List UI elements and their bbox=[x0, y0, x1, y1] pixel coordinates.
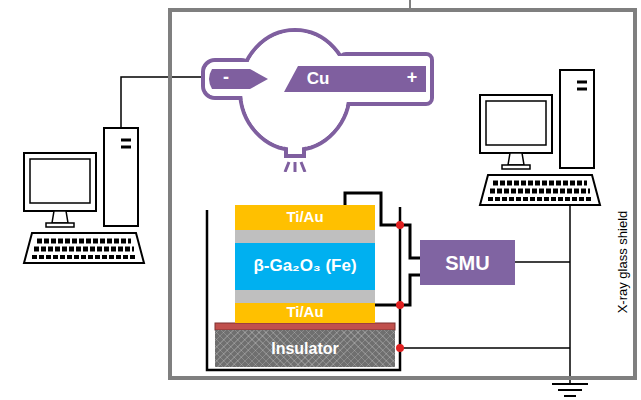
junction-dot bbox=[396, 301, 404, 309]
x-ray-tube-label: - bbox=[223, 67, 229, 89]
x-ray-tube: - Cu + bbox=[200, 22, 435, 172]
ground-symbol bbox=[564, 395, 576, 397]
x-ray-tube-part bbox=[285, 162, 289, 172]
ground-wire bbox=[569, 205, 571, 384]
smu-box-label: SMU bbox=[445, 251, 489, 275]
left-computer bbox=[24, 128, 144, 263]
shield-frame-label: X-ray glass shield bbox=[615, 211, 631, 314]
x-ray-tube-part bbox=[284, 66, 426, 92]
ground-symbol bbox=[552, 383, 588, 385]
shield-frame: X-ray glass shield - Cu + Ti/Au β-Ga₂O₃ (Fe) T… bbox=[168, 8, 637, 380]
electrode-layer: Ti/Au bbox=[235, 205, 375, 243]
junction-dot bbox=[396, 344, 404, 352]
holder-ground-wire bbox=[400, 347, 570, 349]
x-ray-tube-part bbox=[301, 162, 305, 172]
ground-symbol bbox=[558, 389, 582, 391]
insulator-block-label: Insulator bbox=[271, 339, 339, 358]
right-computer bbox=[480, 70, 600, 205]
x-ray-tube-label: Cu bbox=[307, 69, 330, 89]
electrode-layer-label: Ti/Au bbox=[286, 303, 323, 321]
x-ray-tube-part bbox=[209, 69, 268, 89]
electrode-layer: Ti/Au bbox=[235, 290, 375, 323]
tube-control-wire bbox=[121, 77, 208, 128]
x-ray-tube-part bbox=[294, 162, 297, 172]
junction-dot bbox=[396, 221, 404, 229]
x-ray-tube-outline bbox=[200, 22, 435, 172]
electrode-layer-label: Ti/Au bbox=[286, 208, 323, 226]
smu-box: SMU bbox=[420, 240, 515, 285]
contact-plate bbox=[215, 323, 395, 330]
frame-tick bbox=[409, 0, 411, 8]
smu-ground-wire bbox=[515, 261, 570, 263]
crystal-layer: β-Ga₂O₃ (Fe) bbox=[235, 243, 375, 290]
crystal-layer-label: β-Ga₂O₃ (Fe) bbox=[253, 256, 356, 276]
insulator-block: Insulator bbox=[215, 330, 395, 367]
x-ray-tube-label: + bbox=[407, 67, 418, 89]
electrode-wire bbox=[375, 275, 420, 305]
x-ray-tube-part bbox=[288, 132, 302, 154]
